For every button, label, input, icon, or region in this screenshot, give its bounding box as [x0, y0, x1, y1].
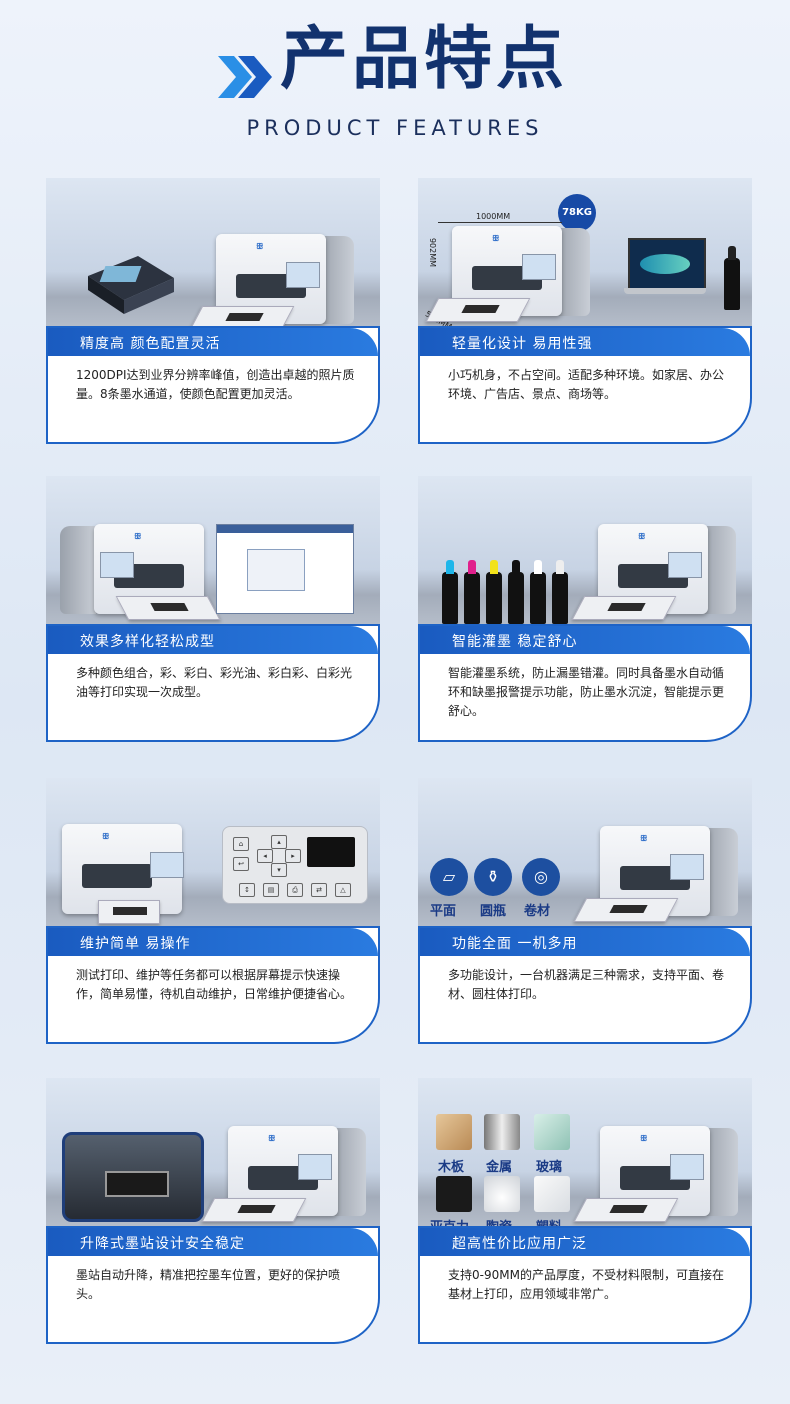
ink-bottle-yellow-icon — [486, 560, 502, 624]
feature-desc: 多种颜色组合，彩、彩白、彩光油、彩白彩、白彩光油等打印实现一次成型。 — [76, 666, 353, 699]
feature-card-precision: ꕥ 精度高 颜色配置灵活 1200DPI达到业界分辨率峰值，创造出卓越的照片质量… — [46, 178, 380, 444]
material-label: 金属 — [486, 1160, 513, 1175]
feature-card-maintenance: ꕥ ⌂ ↩ ▴ ◂ ▸ ▾ ↕ ▤ ⎙ ⇄ △ 维护简单 易操作 测试打印、维护… — [46, 778, 380, 1044]
ink-bottle-black-icon — [508, 560, 524, 624]
feature-panel: 升降式墨站设计安全稳定 墨站自动升降，精准把控墨车位置，更好的保护喷头。 — [46, 1226, 380, 1344]
width-label: 1000MM — [476, 212, 511, 221]
arrow-right-icon: ▸ — [285, 849, 301, 863]
ceramic-swatch — [484, 1176, 520, 1212]
material-label: 木板 — [438, 1160, 465, 1175]
feature-image: 木板 金属 玻璃 亚克力 陶瓷 塑料 ꕥ — [418, 1078, 752, 1248]
feature-panel: 效果多样化轻松成型 多种颜色组合，彩、彩白、彩光油、彩白彩、白彩光油等打印实现一… — [46, 624, 380, 742]
material-label: 玻璃 — [536, 1160, 563, 1175]
panel-button-icon: ▤ — [263, 883, 279, 897]
glass-swatch — [534, 1114, 570, 1150]
panel-button-icon: ↩ — [233, 857, 249, 871]
feature-title: 效果多样化轻松成型 — [80, 634, 215, 650]
feature-card-ink-station: ꕥ 升降式墨站设计安全稳定 墨站自动升降，精准把控墨车位置，更好的保护喷头。 — [46, 1078, 380, 1344]
feature-image: ꕥ — [418, 476, 752, 646]
control-panel: ⌂ ↩ ▴ ◂ ▸ ▾ ↕ ▤ ⎙ ⇄ △ — [222, 826, 368, 904]
double-chevron-right-icon — [218, 56, 272, 98]
feature-title: 轻量化设计 易用性强 — [452, 336, 593, 352]
feature-image: ꕥ — [46, 476, 380, 646]
feature-desc: 测试打印、维护等任务都可以根据屏幕提示快速操作，简单易懂，待机自动维护，日常维护… — [76, 968, 353, 1001]
height-label: 902MM — [428, 237, 438, 268]
weight-badge: 78KG — [558, 194, 596, 232]
feature-card-multifunction: ▱ ⚱ ◎ 平面 圆瓶 卷材 ꕥ 功能全面 一机多用 多功能设计，一台机器满足三… — [418, 778, 752, 1044]
feature-title: 功能全面 一机多用 — [452, 936, 578, 952]
feature-title: 超高性价比应用广泛 — [452, 1236, 587, 1252]
header: 产品特点 PRODUCT FEATURES — [0, 0, 790, 150]
feature-image: ꕥ — [46, 1078, 380, 1248]
printer-illustration: ꕥ — [425, 226, 592, 331]
printer-illustration: ꕥ — [189, 234, 356, 339]
feature-image: ꕥ ⌂ ↩ ▴ ◂ ▸ ▾ ↕ ▤ ⎙ ⇄ △ — [46, 778, 380, 948]
page-subtitle: PRODUCT FEATURES — [246, 116, 544, 140]
ink-station-closeup — [62, 1132, 204, 1222]
printer-illustration: ꕥ — [573, 1126, 740, 1231]
feature-panel: 精度高 颜色配置灵活 1200DPI达到业界分辨率峰值，创造出卓越的照片质量。8… — [46, 326, 380, 444]
printer-illustration: ꕥ — [573, 826, 740, 931]
mode-label-roll: 卷材 — [524, 904, 551, 919]
page-title: 产品特点 — [280, 20, 569, 99]
control-display — [307, 837, 355, 867]
feature-desc: 1200DPI达到业界分辨率峰值，创造出卓越的照片质量。8条墨水通道，使颜色配置… — [76, 368, 355, 401]
feature-image: ꕥ — [46, 178, 380, 348]
plastic-swatch — [534, 1176, 570, 1212]
acrylic-swatch — [436, 1176, 472, 1212]
panel-button-icon: △ — [335, 883, 351, 897]
mode-label-flat: 平面 — [430, 904, 457, 919]
feature-card-lightweight: 78KG 1000MM 902MM 592MM ꕥ 轻量化设计 易用性强 小巧机… — [418, 178, 752, 444]
mode-label-bottle: 圆瓶 — [480, 904, 507, 919]
printer-illustration: ꕥ — [201, 1126, 368, 1231]
printer-illustration: ꕥ — [571, 524, 738, 629]
feature-title: 智能灌墨 稳定舒心 — [452, 634, 578, 650]
printer-illustration: ꕥ — [58, 824, 208, 929]
printhead-icon — [88, 256, 174, 314]
panel-button-icon: ↕ — [239, 883, 255, 897]
feature-desc: 墨站自动升降，精准把控墨车位置，更好的保护喷头。 — [76, 1268, 341, 1301]
arrow-left-icon: ◂ — [257, 849, 273, 863]
feature-desc: 智能灌墨系统，防止漏墨错灌。同时具备墨水自动循环和缺墨报警提示功能，防止墨水沉淀… — [448, 666, 725, 718]
flat-print-icon: ▱ — [430, 858, 468, 896]
software-screenshot — [216, 524, 354, 614]
feature-title: 精度高 颜色配置灵活 — [80, 336, 221, 352]
feature-desc: 小巧机身，不占空间。适配多种环境。如家居、办公环境、广告店、景点、商场等。 — [448, 368, 725, 401]
feature-panel: 智能灌墨 稳定舒心 智能灌墨系统，防止漏墨错灌。同时具备墨水自动循环和缺墨报警提… — [418, 624, 752, 742]
feature-title: 维护简单 易操作 — [80, 936, 191, 952]
feature-panel: 维护简单 易操作 测试打印、维护等任务都可以根据屏幕提示快速操作，简单易懂，待机… — [46, 926, 380, 1044]
ink-bottle-magenta-icon — [464, 560, 480, 624]
printer-illustration: ꕥ — [60, 524, 221, 629]
arrow-up-icon: ▴ — [271, 835, 287, 849]
panel-button-icon: ⎙ — [287, 883, 303, 897]
ink-bottle-white-icon — [530, 560, 546, 624]
feature-desc: 多功能设计，一台机器满足三种需求，支持平面、卷材、圆柱体打印。 — [448, 968, 725, 1001]
bottle-print-icon: ⚱ — [474, 858, 512, 896]
arrow-down-icon: ▾ — [271, 863, 287, 877]
feature-title: 升降式墨站设计安全稳定 — [80, 1236, 245, 1252]
feature-desc: 支持0-90MM的产品厚度，不受材料限制，可直接在基材上打印，应用领域非常广。 — [448, 1268, 724, 1301]
feature-panel: 轻量化设计 易用性强 小巧机身，不占空间。适配多种环境。如家居、办公环境、广告店… — [418, 326, 752, 444]
panel-button-icon: ⌂ — [233, 837, 249, 851]
wood-swatch — [436, 1114, 472, 1150]
ink-bottle-icon — [724, 246, 740, 310]
feature-card-effects: ꕥ 效果多样化轻松成型 多种颜色组合，彩、彩白、彩光油、彩白彩、白彩光油等打印实… — [46, 476, 380, 742]
ink-bottle-varnish-icon — [552, 560, 568, 624]
feature-image: ▱ ⚱ ◎ 平面 圆瓶 卷材 ꕥ — [418, 778, 752, 948]
feature-panel: 超高性价比应用广泛 支持0-90MM的产品厚度，不受材料限制，可直接在基材上打印… — [418, 1226, 752, 1344]
panel-button-icon: ⇄ — [311, 883, 327, 897]
feature-card-applications: 木板 金属 玻璃 亚克力 陶瓷 塑料 ꕥ 超高性价比应用广泛 支持0-90MM的… — [418, 1078, 752, 1344]
feature-card-ink: ꕥ 智能灌墨 稳定舒心 智能灌墨系统，防止漏墨错灌。同时具备墨水自动循环和缺墨报… — [418, 476, 752, 742]
ink-bottle-cyan-icon — [442, 560, 458, 624]
roll-print-icon: ◎ — [522, 858, 560, 896]
feature-panel: 功能全面 一机多用 多功能设计，一台机器满足三种需求，支持平面、卷材、圆柱体打印… — [418, 926, 752, 1044]
laptop-illustration — [624, 238, 706, 306]
metal-swatch — [484, 1114, 520, 1150]
feature-image: 78KG 1000MM 902MM 592MM ꕥ — [418, 178, 752, 348]
